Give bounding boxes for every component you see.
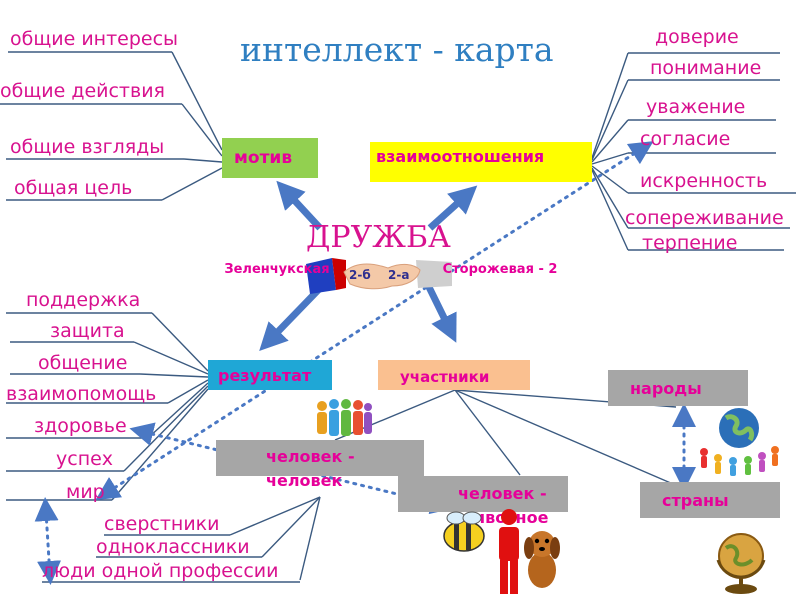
chel-item: люди одной профессии	[42, 560, 279, 582]
rezultat-item: общение	[38, 352, 128, 374]
vzaimo-item: понимание	[650, 57, 762, 79]
node-uchastniki: участники	[378, 360, 530, 390]
rezultat-item: мир	[66, 481, 105, 503]
rezultat-item: успех	[56, 448, 114, 470]
page-title: интеллект - карта	[240, 30, 554, 69]
vzaimo-item: согласие	[640, 128, 731, 150]
center-label: ДРУЖБА	[306, 220, 451, 255]
chel-item: сверстники	[104, 513, 220, 535]
node-strany: страны	[640, 482, 780, 518]
node-chelovek-zhivotnoe: человек - животное	[398, 476, 568, 527]
globe-stand-icon	[716, 533, 766, 594]
right-school-label: Сторожевая - 2	[442, 262, 558, 277]
vzaimo-item: уважение	[646, 96, 746, 118]
rezultat-item: взаимопомощь	[6, 383, 157, 405]
motiv-item: общие взгляды	[10, 136, 165, 158]
node-vzaimo: взаимоотношения	[370, 142, 592, 182]
vzaimo-item: доверие	[655, 26, 739, 48]
motiv-item: общие интересы	[10, 28, 179, 50]
vzaimo-item: сопереживание	[625, 207, 784, 229]
vzaimo-item: терпение	[642, 232, 738, 254]
vzaimo-item: искренность	[640, 170, 768, 192]
rezultat-item: здоровье	[34, 415, 127, 437]
dog-icon	[524, 531, 560, 588]
chel-item: одноклассники	[96, 536, 250, 558]
left-school-label: Зеленчукская	[224, 262, 330, 277]
node-chelovek-chelovek: человек - человек	[216, 440, 424, 490]
people-figures-icon	[317, 399, 372, 436]
motiv-item: общая цель	[14, 177, 133, 199]
node-rezultat: результат	[208, 360, 332, 390]
globe-people-icon	[700, 408, 779, 476]
node-narody: народы	[608, 370, 748, 406]
rezultat-item: поддержка	[26, 289, 141, 311]
right-class-label: 2-а	[388, 268, 410, 282]
handshake-icon	[306, 258, 452, 294]
motiv-item: общие действия	[0, 80, 165, 102]
bee-icon	[443, 511, 485, 552]
left-class-label: 2-б	[349, 268, 371, 282]
node-motiv: мотив	[222, 138, 318, 178]
rezultat-item: защита	[50, 320, 125, 342]
person-icon	[499, 509, 519, 594]
